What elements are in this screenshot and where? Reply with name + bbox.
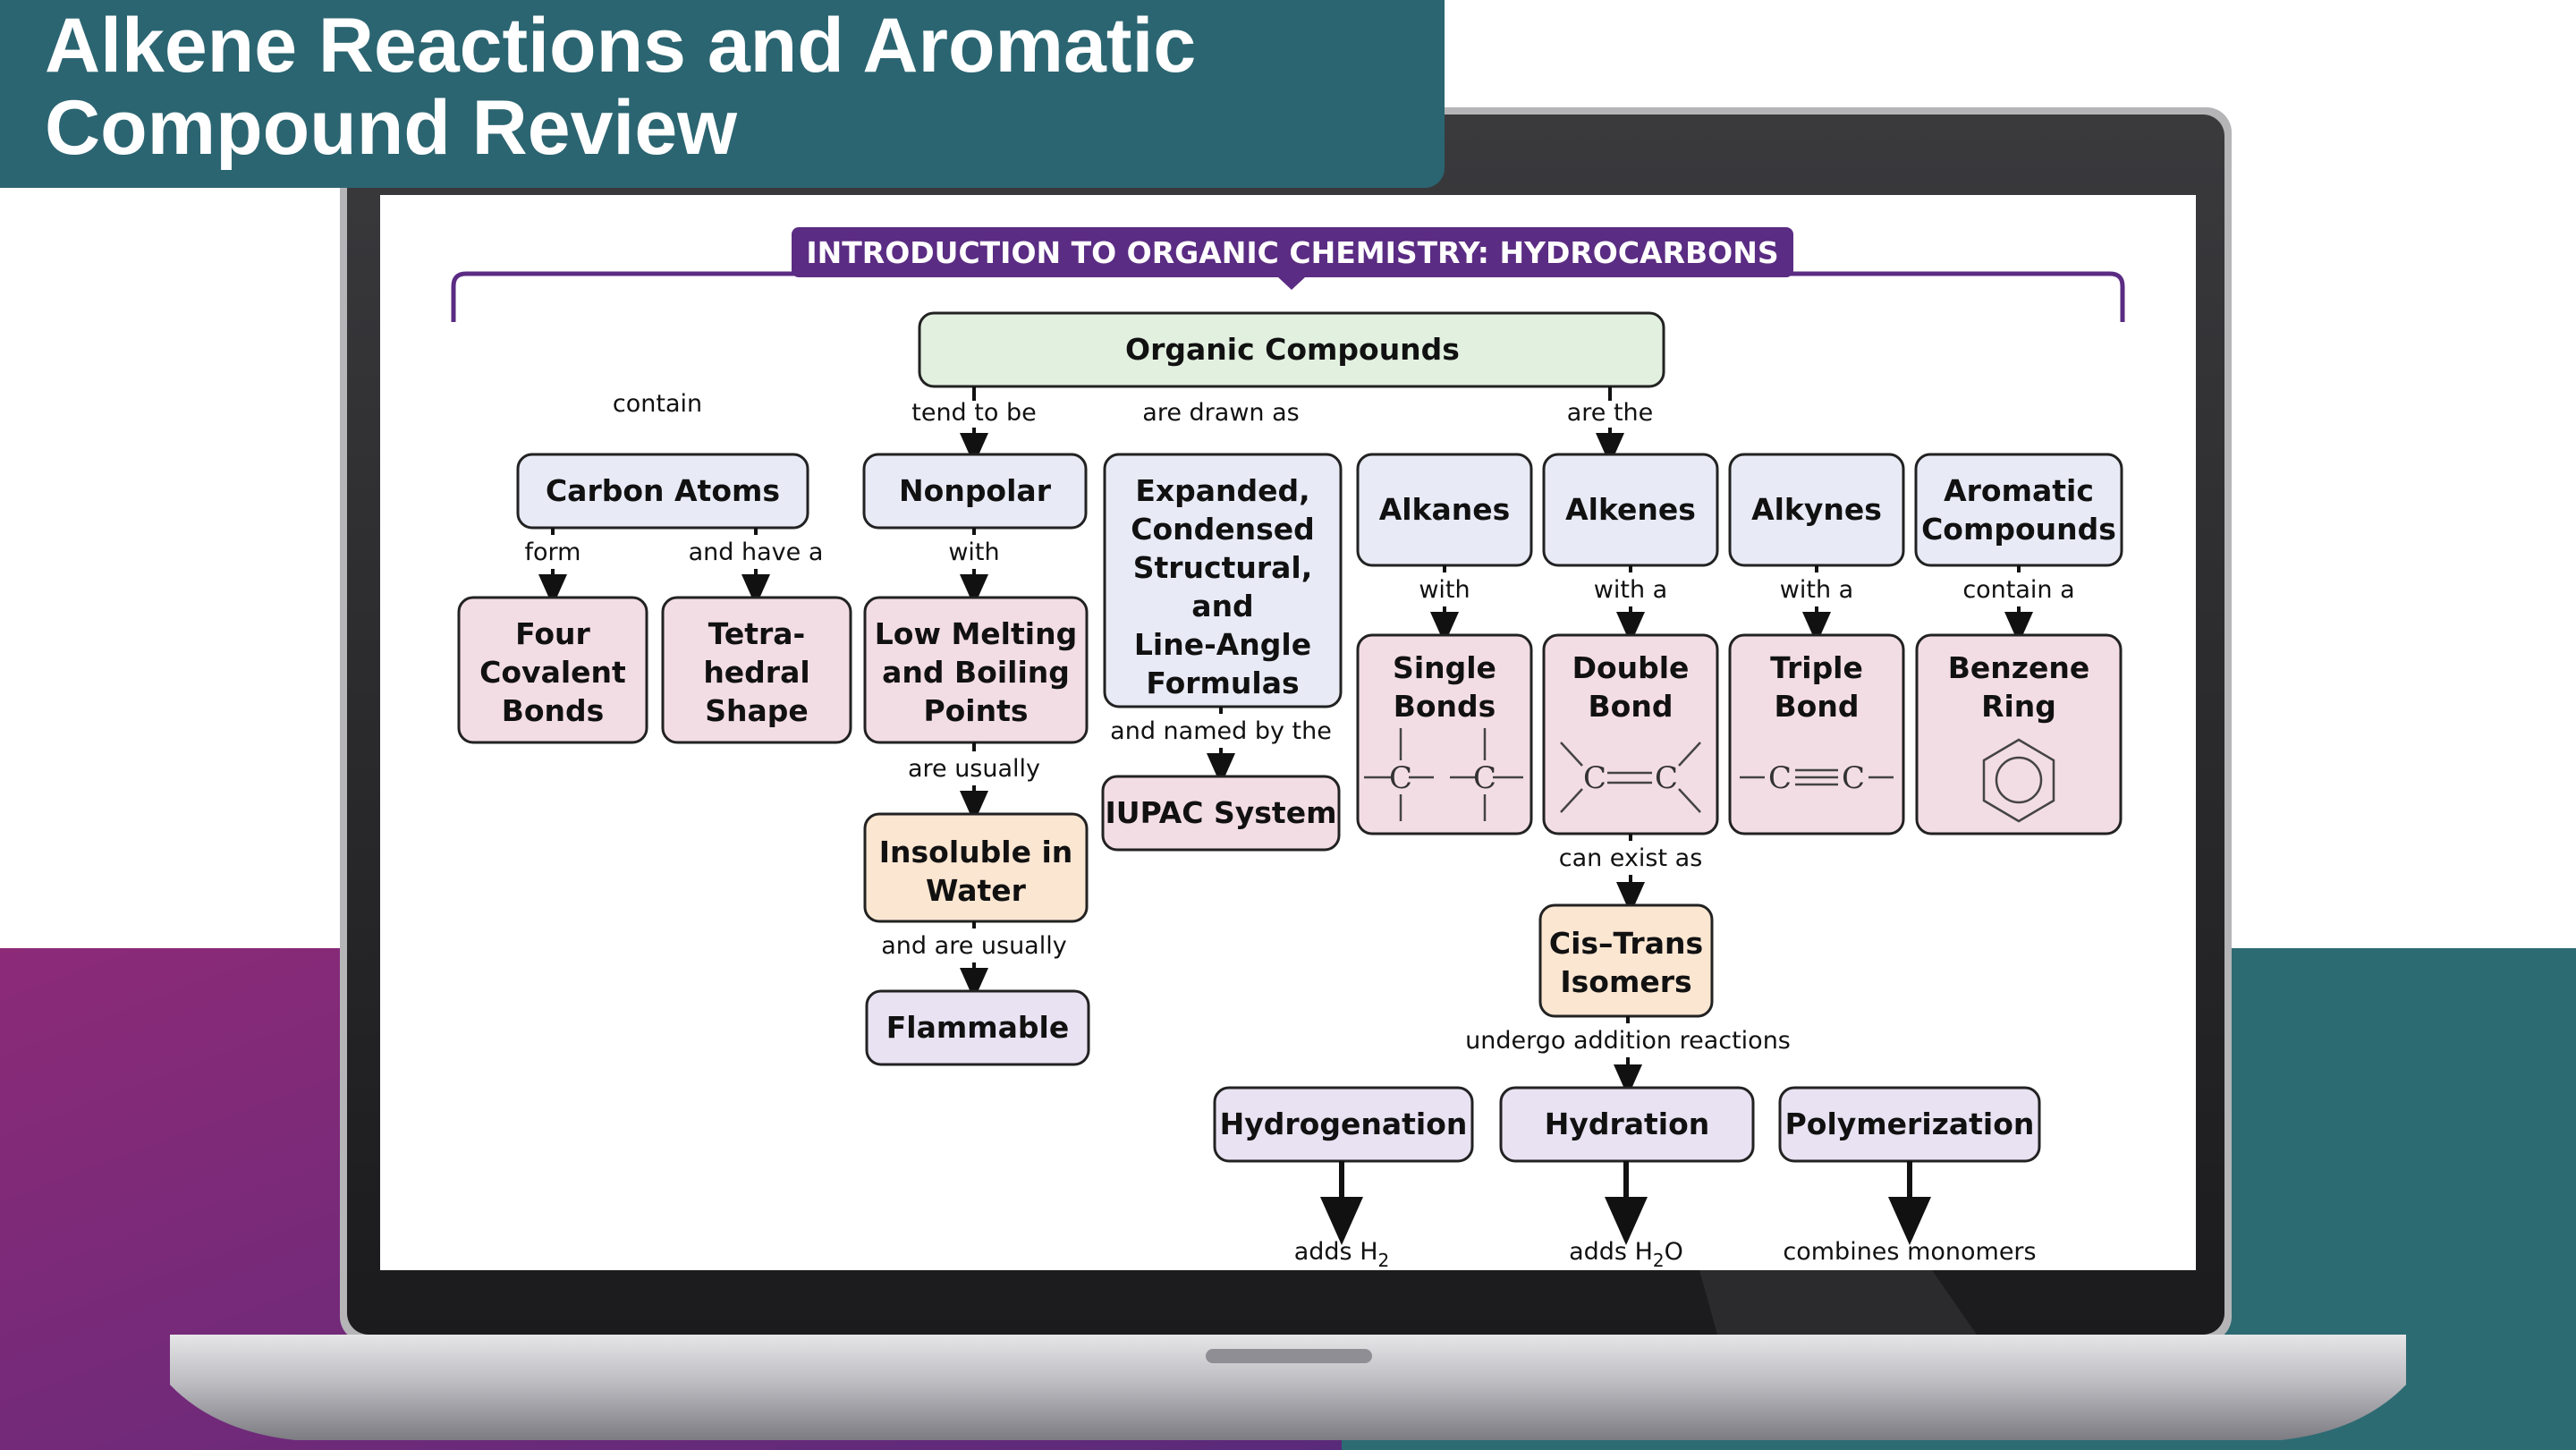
node-carbon-atoms-label: Carbon Atoms bbox=[546, 473, 780, 508]
double-bond-structure bbox=[1560, 742, 1701, 813]
tetrahedral-line-1: Tetra- bbox=[708, 616, 806, 651]
title-line-2: Compound Review bbox=[45, 85, 738, 171]
triple-bond-carbon-1: C bbox=[1768, 760, 1792, 796]
link-form: form bbox=[525, 538, 581, 566]
insoluble-line-2: Water bbox=[926, 873, 1027, 908]
link-undergo-addition: undergo addition reactions bbox=[1465, 1027, 1791, 1055]
node-alkynes-label: Alkynes bbox=[1751, 492, 1882, 527]
node-nonpolar-label: Nonpolar bbox=[899, 473, 1052, 508]
triple-bond-line-1: Triple bbox=[1770, 650, 1863, 685]
low-melting-line-3: Points bbox=[923, 693, 1028, 728]
tetrahedral-line-3: Shape bbox=[705, 693, 809, 728]
link-are-the: are the bbox=[1567, 399, 1654, 427]
node-organic-compounds bbox=[918, 311, 1665, 388]
formulas-line-6: Formulas bbox=[1146, 666, 1299, 700]
link-are-drawn-as: are drawn as bbox=[1142, 399, 1299, 427]
triple-bond-carbon-2: C bbox=[1842, 760, 1865, 796]
link-with: with bbox=[948, 538, 999, 566]
double-bond-line-1: Double bbox=[1572, 650, 1690, 685]
four-covalent-line-3: Bonds bbox=[502, 693, 605, 728]
double-bond-line-2: Bond bbox=[1589, 689, 1674, 724]
single-bond-carbon-2: C bbox=[1473, 760, 1496, 796]
link-alkynes-with-a: with a bbox=[1780, 576, 1853, 604]
link-tend-to-be: tend to be bbox=[911, 399, 1036, 427]
triple-bond-structure bbox=[1740, 768, 1894, 786]
double-bond-carbon-2: C bbox=[1655, 760, 1678, 796]
node-hydrogenation-label: Hydrogenation bbox=[1220, 1107, 1468, 1141]
formulas-line-5: Line-Angle bbox=[1134, 627, 1311, 662]
header-title: INTRODUCTION TO ORGANIC CHEMISTRY: HYDRO… bbox=[806, 235, 1778, 270]
link-contain-a: contain a bbox=[1962, 576, 2074, 604]
node-carbon-atoms bbox=[516, 453, 809, 530]
link-alkenes-with-a: with a bbox=[1594, 576, 1667, 604]
single-bond-structure bbox=[1364, 728, 1523, 821]
node-triple-bond bbox=[1728, 633, 1905, 835]
formulas-line-3: Structural, bbox=[1133, 550, 1313, 585]
trackpad-notch bbox=[1206, 1349, 1372, 1363]
node-polymerization-label: Polymerization bbox=[1785, 1107, 2035, 1141]
node-alkanes-label: Alkanes bbox=[1379, 492, 1511, 527]
link-and-named-by-the: and named by the bbox=[1110, 717, 1332, 745]
insoluble-line-1: Insoluble in bbox=[879, 835, 1073, 869]
title-banner: Alkene Reactions and Aromatic Compound R… bbox=[0, 0, 1445, 188]
link-are-usually: are usually bbox=[908, 755, 1040, 783]
result-adds-h2o: adds H2O bbox=[1569, 1238, 1683, 1270]
laptop-screen: INTRODUCTION TO ORGANIC CHEMISTRY: HYDRO… bbox=[380, 195, 2196, 1270]
low-melting-line-2: and Boiling bbox=[882, 655, 1070, 690]
link-contain: contain bbox=[613, 390, 702, 418]
result-combines-monomers: combines monomers bbox=[1783, 1238, 2036, 1266]
node-iupac bbox=[1101, 775, 1341, 852]
node-single-bonds bbox=[1356, 633, 1533, 835]
aromatic-line-2: Compounds bbox=[1921, 512, 2116, 547]
formulas-line-1: Expanded, bbox=[1135, 473, 1309, 508]
four-covalent-line-2: Covalent bbox=[479, 655, 626, 690]
node-tetrahedral-shape bbox=[661, 596, 852, 744]
single-bonds-line-2: Bonds bbox=[1394, 689, 1496, 724]
header-bar bbox=[792, 227, 1793, 277]
node-hydration-label: Hydration bbox=[1545, 1107, 1710, 1141]
node-cis-trans bbox=[1538, 903, 1714, 1018]
formulas-line-2: Condensed bbox=[1131, 512, 1315, 547]
node-benzene-ring bbox=[1915, 633, 2123, 835]
benzene-line-1: Benzene bbox=[1948, 650, 2090, 685]
benzene-ring-icon bbox=[1982, 738, 2055, 823]
title-line-1: Alkene Reactions and Aromatic bbox=[45, 3, 1197, 89]
aromatic-line-1: Aromatic bbox=[1944, 473, 2094, 508]
single-bond-carbon-1: C bbox=[1389, 760, 1412, 796]
formulas-line-4: and bbox=[1191, 589, 1253, 623]
result-adds-h2: adds H2 bbox=[1294, 1238, 1390, 1270]
node-flammable-label: Flammable bbox=[886, 1010, 1069, 1045]
benzene-line-2: Ring bbox=[1981, 689, 2056, 724]
double-bond-carbon-1: C bbox=[1583, 760, 1606, 796]
low-melting-line-1: Low Melting bbox=[875, 616, 1077, 651]
tetrahedral-line-2: hedral bbox=[703, 655, 809, 690]
node-organic-compounds-label: Organic Compounds bbox=[1125, 332, 1460, 367]
link-and-are-usually: and are usually bbox=[881, 932, 1066, 960]
single-bonds-line-1: Single bbox=[1393, 650, 1496, 685]
node-aromatic bbox=[1914, 453, 2123, 567]
concept-map: INTRODUCTION TO ORGANIC CHEMISTRY: HYDRO… bbox=[451, 227, 2125, 1270]
header-pointer bbox=[1278, 277, 1305, 290]
node-four-covalent-bonds bbox=[457, 596, 648, 744]
triple-bond-line-2: Bond bbox=[1775, 689, 1860, 724]
link-and-have-a: and have a bbox=[689, 538, 824, 566]
link-alkanes-with: with bbox=[1419, 576, 1470, 604]
laptop-base bbox=[170, 1335, 2406, 1440]
bezel-reflection bbox=[1699, 1270, 1977, 1335]
node-alkenes-label: Alkenes bbox=[1565, 492, 1696, 527]
node-flammable bbox=[865, 989, 1090, 1066]
link-can-exist-as: can exist as bbox=[1559, 844, 1703, 872]
four-covalent-line-1: Four bbox=[515, 616, 590, 651]
cis-trans-line-1: Cis–Trans bbox=[1549, 926, 1703, 961]
node-iupac-label: IUPAC System bbox=[1106, 795, 1337, 830]
cis-trans-line-2: Isomers bbox=[1560, 964, 1691, 999]
